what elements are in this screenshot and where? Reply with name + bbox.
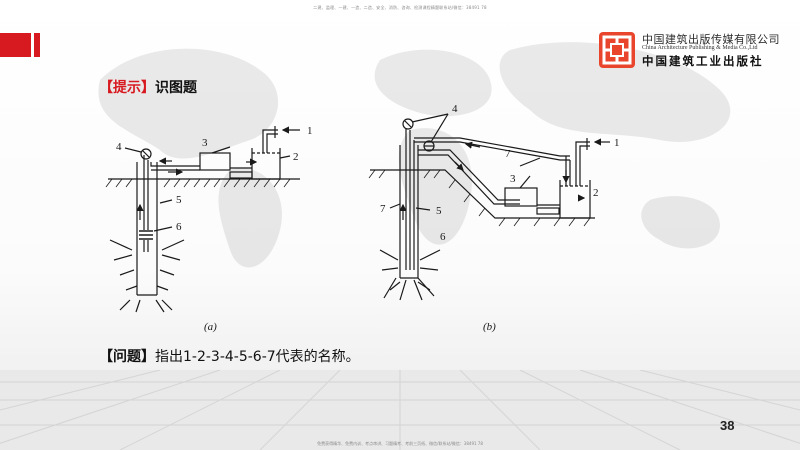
publisher-logo [599,32,635,68]
publisher-name-en: China Architecture Publishing & Media Co… [642,45,758,51]
question-body: 指出1-2-3-4-5-6-7代表的名称。 [155,349,360,365]
figure-a-labels: 1 2 3 4 5 6 (a) [116,125,313,333]
world-map-watermark [98,42,731,268]
fig-b-label-3: 3 [510,173,516,185]
hint-heading: 【提示】识图题 [99,77,197,97]
bottom-notice: 免费获得精华、免费内训、考点串讲、习题精考、考前三页纸、微信/联系站/微信：38… [317,441,483,446]
publisher-name-script: 中国建筑工业出版社 [642,54,764,68]
fig-a-label-4: 4 [116,141,122,153]
figure-a [105,126,300,313]
hint-text: 识图题 [155,80,197,96]
top-notice: 二建、监理、一建、一造、二造、安全、消防、咨询、检测课程精题联系站/微信：384… [313,5,487,10]
fig-b-caption: (b) [483,321,496,333]
fig-b-label-7b: 7 [505,148,511,160]
title-accent-bar [0,33,31,57]
publisher-name-cn: 中国建筑出版传媒有限公司 [642,33,780,46]
fig-b-label-2: 2 [593,187,599,199]
page-number: 38 [720,418,735,433]
question-text: 【问题】指出1-2-3-4-5-6-7代表的名称。 [99,346,360,366]
fig-a-label-6: 6 [176,221,182,233]
fig-a-label-1: 1 [307,125,313,137]
fig-b-label-4: 4 [452,103,458,115]
fig-a-label-2: 2 [293,151,299,163]
fig-b-label-5: 5 [436,205,442,217]
fig-a-label-3: 3 [202,137,208,149]
figure-b-labels: 1 2 3 4 5 6 7 7 (b) [380,103,620,333]
fig-b-label-1: 1 [614,137,620,149]
fig-a-label-5: 5 [176,194,182,206]
well-point-diagram: 1 2 3 4 5 6 (a) [105,103,620,333]
fig-b-label-7a: 7 [380,203,386,215]
fig-a-caption: (a) [204,321,217,333]
hint-bracket: 【提示】 [99,80,155,96]
fig-b-label-6: 6 [440,231,446,243]
title-accent-bar-small [34,33,40,57]
question-bracket: 【问题】 [99,349,155,365]
figure-b [368,113,610,301]
floor-perspective [0,370,800,450]
